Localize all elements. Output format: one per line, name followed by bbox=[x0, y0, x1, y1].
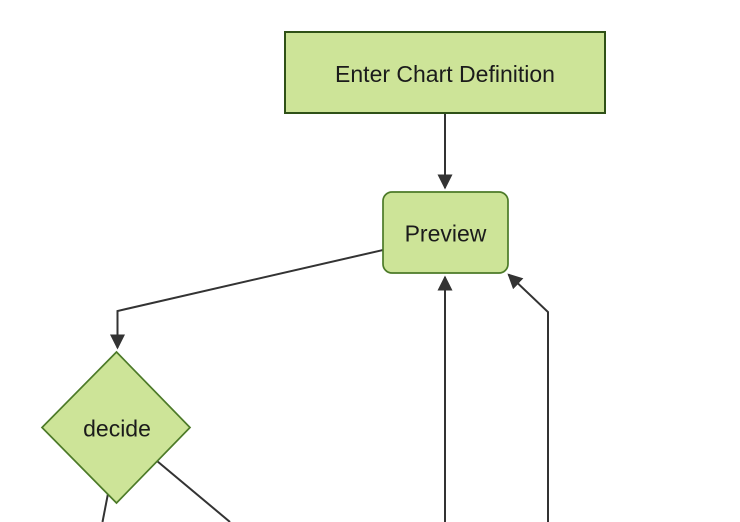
enter-chart-definition-box bbox=[284, 31, 606, 114]
preview-label: Preview bbox=[405, 221, 487, 247]
preview-box bbox=[382, 191, 509, 274]
edge-decide-to-offscreen-left bbox=[101, 490, 110, 522]
edges bbox=[101, 114, 549, 522]
decide-label: decide bbox=[83, 416, 151, 442]
node-enter-chart-definition: Enter Chart Definition bbox=[284, 31, 606, 114]
edge-decide-to-offscreen-right bbox=[156, 460, 231, 522]
edge-bottom-right-to-preview bbox=[507, 273, 549, 522]
edge-preview-to-decide bbox=[110, 249, 384, 350]
decide-diamond bbox=[40, 350, 192, 505]
node-decide: decide bbox=[40, 350, 192, 505]
node-preview: Preview bbox=[382, 191, 509, 274]
enter-chart-definition-label: Enter Chart Definition bbox=[335, 61, 555, 87]
